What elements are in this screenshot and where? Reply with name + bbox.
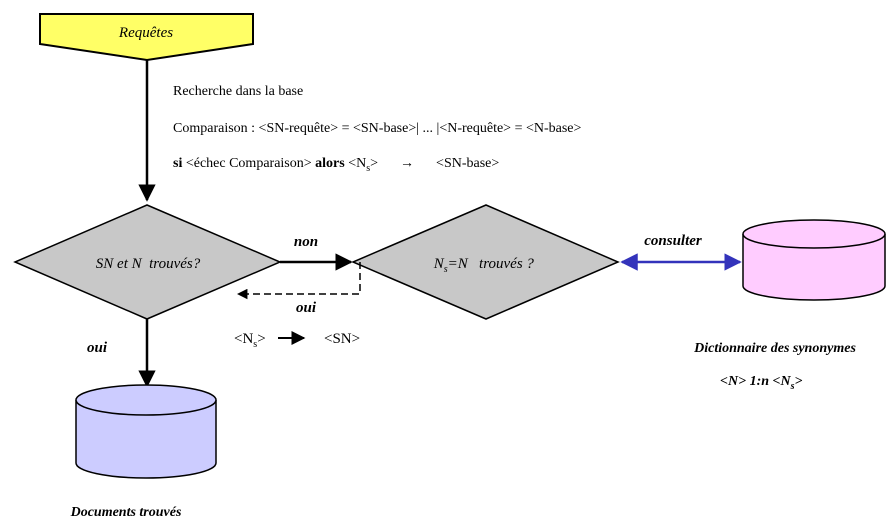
condition-text: <échec Comparaison>: [182, 156, 315, 171]
condition-arrow: →: [400, 156, 414, 171]
edge-label-consulter: consulter: [644, 233, 702, 249]
condition-lhs-sub: s: [366, 163, 370, 174]
dictionary-relation: <N> 1:n <Ns>: [720, 374, 803, 392]
arrow-oui-return: [236, 262, 361, 300]
decision2-label-sub: s: [444, 264, 448, 275]
condition-lhs-close: >: [370, 156, 378, 171]
requetes-label: Requêtes: [118, 25, 173, 41]
edge-label-oui-return: oui: [296, 300, 317, 316]
decision2-label-rest: =N trouvés ?: [448, 256, 535, 272]
dictionary-relation-b: >: [795, 374, 803, 389]
substitution-rhs: <SN>: [324, 331, 360, 347]
condition-rhs: <SN-base>: [436, 156, 499, 171]
decision2-label-main: N: [433, 256, 445, 272]
step-recherche: Recherche dans la base: [173, 84, 303, 99]
step-condition: si <échec Comparaison> alors <Ns> → <SN-ba…: [173, 156, 499, 174]
dictionary-relation-sub: s: [790, 381, 795, 392]
decision1-label: SN et N trouvés?: [96, 256, 201, 272]
condition-lhs: <N: [345, 156, 367, 171]
decision-synonym-found: [351, 204, 620, 320]
decision2-label: Ns=N trouvés ?: [415, 256, 545, 275]
dictionary-database-icon: [742, 219, 886, 301]
substitution-lhs-open: <N: [234, 331, 253, 347]
dictionary-relation-a: <N> 1:n <N: [720, 374, 791, 389]
edge-label-non: non: [294, 234, 318, 250]
substitution-lhs-sub: s: [253, 339, 257, 350]
documents-database-icon: [75, 384, 217, 479]
substitution-lhs: <Ns>: [234, 331, 266, 350]
requetes-shape: [39, 13, 254, 62]
edge-label-oui-down: oui: [87, 340, 108, 356]
dictionary-caption: Dictionnaire des synonymes: [693, 341, 856, 356]
keyword-alors: alors: [315, 156, 345, 171]
keyword-si: si: [173, 156, 182, 171]
substitution-lhs-close: >: [257, 331, 265, 347]
step-comparaison: Comparaison : <SN-requête> = <SN-base>| …: [173, 121, 582, 136]
documents-caption: Documents trouvés: [70, 505, 182, 520]
